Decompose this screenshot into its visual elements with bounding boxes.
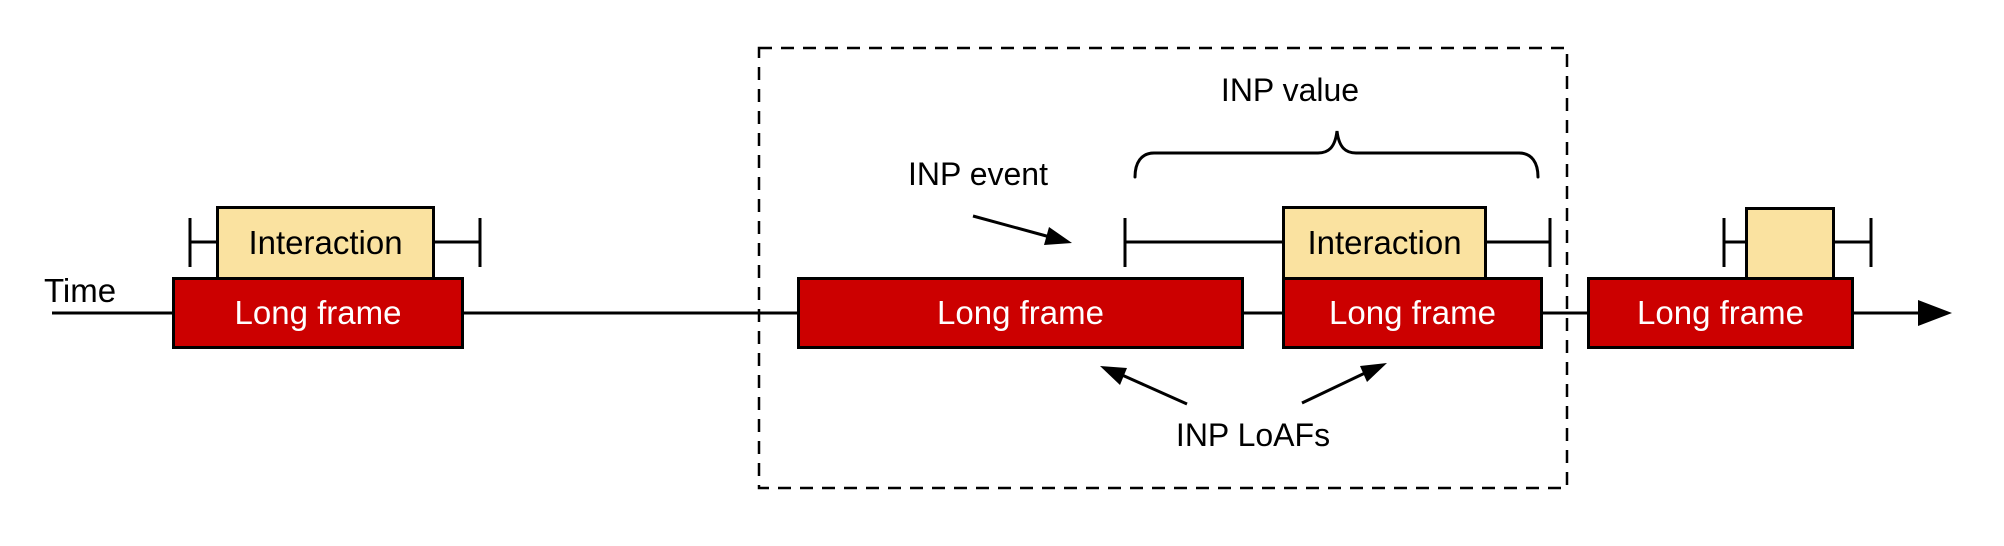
long-frame-box-1: Long frame <box>172 277 464 349</box>
interaction-label: Interaction <box>248 224 403 261</box>
inp-window-dashed-box <box>757 46 1569 490</box>
inp-loafs-arrow-left <box>1100 366 1188 406</box>
inp-event-label: INP event <box>908 156 1048 192</box>
interaction-box-1: Interaction <box>216 206 435 280</box>
interaction-1-duration-whisker <box>188 218 482 267</box>
inp-loafs-arrow-right <box>1301 363 1387 405</box>
long-frame-label: Long frame <box>1329 294 1496 331</box>
inp-event-arrow <box>972 214 1072 245</box>
long-frame-box-3: Long frame <box>1282 277 1543 349</box>
interaction-label: Interaction <box>1307 224 1462 261</box>
timeline-arrowhead-icon <box>1918 300 1952 326</box>
interaction-box-3 <box>1745 207 1835 280</box>
inp-loafs-label: INP LoAFs <box>1175 417 1331 453</box>
inp-interaction-duration-whisker <box>1123 218 1552 267</box>
long-frame-label: Long frame <box>234 294 402 331</box>
long-frame-label: Long frame <box>937 294 1104 331</box>
inp-value-brace <box>1133 130 1540 179</box>
time-axis-label: Time <box>44 272 117 309</box>
long-frame-box-2: Long frame <box>797 277 1244 349</box>
long-frame-label: Long frame <box>1637 294 1804 331</box>
inp-value-label: INP value <box>1220 72 1360 108</box>
interaction-box-2: Interaction <box>1282 206 1487 280</box>
long-frame-box-4: Long frame <box>1587 277 1854 349</box>
interaction-3-duration-whisker <box>1722 218 1873 267</box>
